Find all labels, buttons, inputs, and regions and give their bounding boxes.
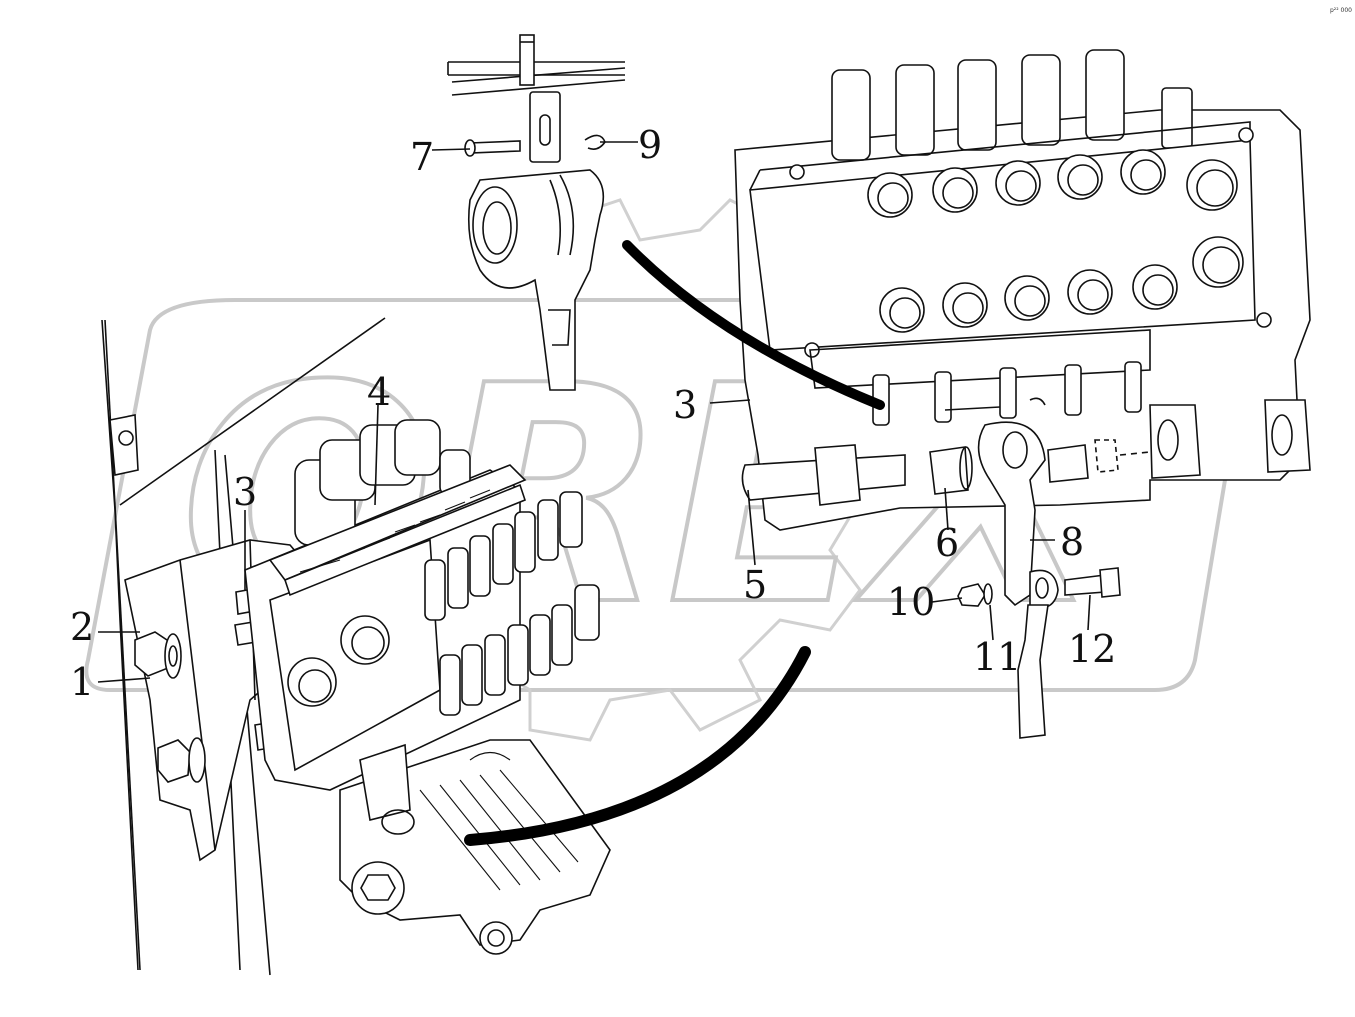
callout-1: 1 [70,660,94,704]
connector-arc-upper [622,240,885,410]
callout-6: 6 [935,521,959,565]
callout-3-left: 3 [233,470,257,514]
corner-code: p²² 000 [1330,7,1352,14]
callout-7: 7 [410,135,434,179]
callout-12: 12 [1068,627,1116,671]
lever-detail-top [447,34,626,391]
callout-10: 10 [887,580,935,624]
callout-2: 2 [70,605,94,649]
callout-labels: 1 2 3 3 4 5 6 7 8 9 10 11 12 [70,123,1116,704]
callout-3-right: 3 [673,383,697,427]
callout-9: 9 [638,123,662,167]
callout-8: 8 [1060,520,1084,564]
connector-arc-lower [464,646,811,846]
callout-4: 4 [367,370,391,414]
callout-11: 11 [973,635,1021,679]
valve-assembly-left [101,317,611,976]
valve-block-right [734,49,1311,739]
callout-5: 5 [743,563,767,607]
leader-lines [97,141,1091,683]
